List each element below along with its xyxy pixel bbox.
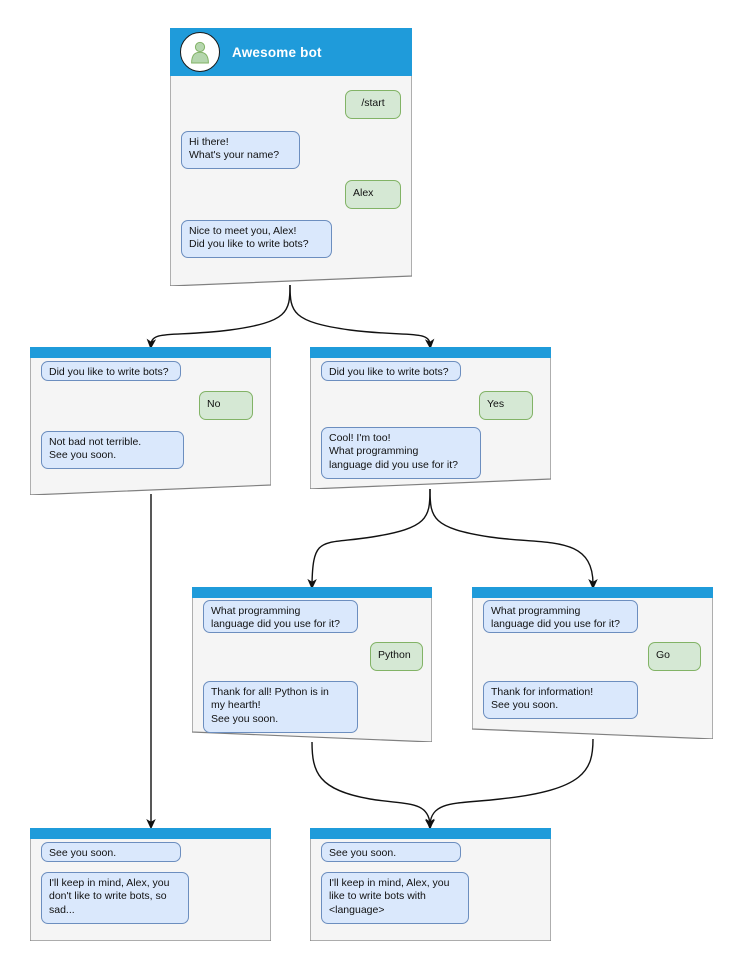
message-bubble-user[interactable]: Alex: [345, 180, 401, 209]
message-bubble-bot[interactable]: Cool! I'm too! What programming language…: [321, 427, 481, 479]
card-header-yes: [310, 347, 551, 358]
message-bubble-bot[interactable]: I'll keep in mind, Alex, you like to wri…: [321, 872, 469, 924]
edge-go-to-end: [425, 738, 594, 830]
person-glyph-icon: [191, 41, 209, 64]
edge-root-to-yes: [289, 284, 435, 350]
edge-root-to-no: [146, 284, 291, 350]
chat-card-end-no[interactable]: See you soon. I'll keep in mind, Alex, y…: [30, 828, 271, 941]
message-bubble-user[interactable]: Go: [648, 642, 701, 671]
message-bubble-bot[interactable]: Not bad not terrible. See you soon.: [41, 431, 184, 469]
message-bubble-bot[interactable]: See you soon.: [321, 842, 461, 862]
message-bubble-user[interactable]: No: [199, 391, 253, 420]
message-bubble-bot[interactable]: Did you like to write bots?: [321, 361, 461, 381]
card-header-end-yes: [310, 828, 551, 839]
chat-card-go-branch[interactable]: What programming language did you use fo…: [472, 587, 713, 739]
edge-yes-to-python: [307, 488, 431, 590]
person-avatar-icon: [180, 32, 220, 72]
chat-card-end-yes[interactable]: See you soon. I'll keep in mind, Alex, y…: [310, 828, 551, 941]
edge-python-to-end: [311, 741, 435, 830]
card-header-python: [192, 587, 432, 598]
chat-card-python-branch[interactable]: What programming language did you use fo…: [192, 587, 432, 742]
chat-card-no-branch[interactable]: Did you like to write bots? No Not bad n…: [30, 347, 271, 495]
message-bubble-user[interactable]: /start: [345, 90, 401, 119]
message-bubble-bot[interactable]: Thank for all! Python is in my hearth! S…: [203, 681, 358, 733]
message-bubble-bot[interactable]: Did you like to write bots?: [41, 361, 181, 381]
message-bubble-user[interactable]: Yes: [479, 391, 533, 420]
message-bubble-bot[interactable]: Thank for information! See you soon.: [483, 681, 638, 719]
message-bubble-bot[interactable]: What programming language did you use fo…: [203, 600, 358, 633]
message-bubble-bot[interactable]: Hi there! What's your name?: [181, 131, 300, 169]
chat-card-yes-branch[interactable]: Did you like to write bots? Yes Cool! I'…: [310, 347, 551, 489]
message-bubble-bot[interactable]: I'll keep in mind, Alex, you don't like …: [41, 872, 189, 924]
message-bubble-user[interactable]: Python: [370, 642, 423, 671]
message-bubble-bot[interactable]: See you soon.: [41, 842, 181, 862]
chat-card-root[interactable]: Awesome bot /start Hi there! What's your…: [170, 28, 412, 286]
card-header-no: [30, 347, 271, 358]
message-bubble-bot[interactable]: Nice to meet you, Alex! Did you like to …: [181, 220, 332, 258]
card-header-go: [472, 587, 713, 598]
bot-name-label: Awesome bot: [232, 44, 322, 60]
message-bubble-bot[interactable]: What programming language did you use fo…: [483, 600, 638, 633]
card-header-end-no: [30, 828, 271, 839]
card-header-root: Awesome bot: [170, 28, 412, 76]
edge-yes-to-go: [429, 488, 598, 590]
